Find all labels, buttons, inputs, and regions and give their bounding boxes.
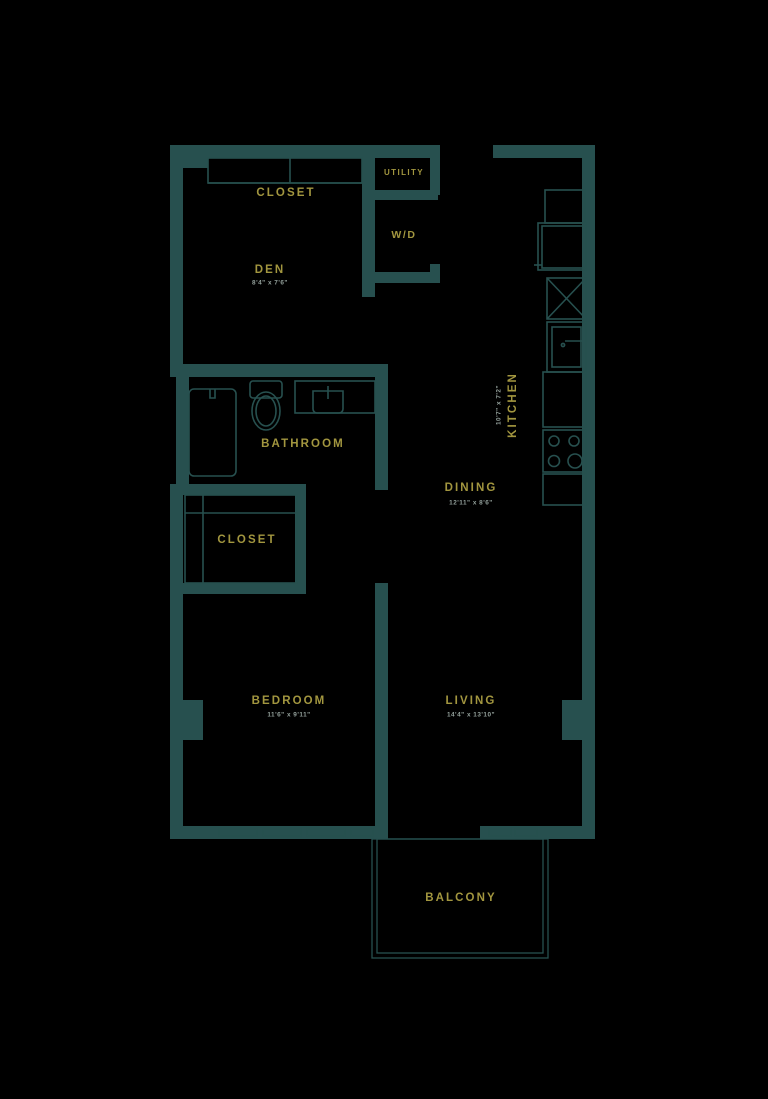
- wall-bedroom-living-divider: [375, 583, 388, 839]
- pantry-cabinet-icon: [544, 189, 586, 224]
- wall-bottom-left: [170, 826, 385, 839]
- vanity-sink-basin-icon: [312, 390, 344, 414]
- wall-closet-top-return: [170, 155, 208, 168]
- toilet-seat-icon: [255, 395, 277, 427]
- wall-left-upper: [170, 145, 183, 377]
- wall-top-right: [493, 145, 595, 158]
- room-label-bathroom: BATHROOM: [261, 438, 345, 450]
- room-dim-dining: 12'11" x 8'6": [449, 500, 493, 507]
- room-labels-group: CLOSET DEN 8'4" x 7'6" UTILITY W/D BATHR…: [217, 168, 519, 904]
- burner-icon-4: [567, 453, 583, 469]
- sink-basin-icon: [551, 326, 582, 368]
- room-dim-living: 14'4" x 13'10": [447, 712, 495, 719]
- wall-wd-right: [430, 264, 440, 283]
- closet-bedroom-fixtures: [184, 494, 298, 584]
- room-label-closet-bedroom: CLOSET: [217, 534, 276, 546]
- bathtub-icon: [188, 388, 237, 477]
- room-label-balcony: BALCONY: [425, 892, 497, 904]
- counter-run-icon: [542, 371, 587, 428]
- column-bedroom-left: [176, 700, 203, 740]
- toilet-tank-icon: [249, 380, 283, 399]
- closet-bed-outline: [184, 494, 298, 584]
- column-living-right: [562, 700, 589, 740]
- room-dim-kitchen: 10'7" x 7'2": [496, 385, 503, 425]
- room-label-bedroom: BEDROOM: [252, 695, 327, 707]
- window-bedroom-4: [350, 828, 374, 837]
- room-label-kitchen: KITCHEN: [507, 372, 519, 438]
- base-cabinet-icon: [542, 473, 587, 506]
- window-living-2: [514, 828, 538, 837]
- wall-bath-bottom: [176, 484, 306, 495]
- room-dim-den: 8'4" x 7'6": [252, 280, 288, 287]
- refrigerator-door-icon: [541, 225, 587, 269]
- window-bedroom-1: [218, 828, 258, 837]
- sink-counter-icon: [546, 321, 587, 373]
- wall-den-right: [362, 145, 375, 297]
- vanity-counter-icon: [294, 380, 376, 414]
- window-bedroom-3: [306, 828, 346, 837]
- room-dim-bedroom: 11'6" x 9'11": [267, 712, 310, 719]
- room-label-living: LIVING: [446, 695, 497, 707]
- wall-left-bedroom: [170, 484, 183, 839]
- room-label-wd: W/D: [391, 229, 416, 241]
- room-label-closet-top: CLOSET: [256, 187, 315, 199]
- closet-top-outline: [207, 157, 363, 184]
- wall-left-bath: [176, 370, 189, 490]
- walls-group: [170, 145, 595, 839]
- wall-dining-left: [375, 364, 388, 490]
- dishwasher-icon: [546, 277, 587, 320]
- windows-group: [207, 157, 538, 837]
- wall-utility-wd: [362, 190, 438, 200]
- sink-drain-icon: [560, 342, 566, 348]
- wall-top-left: [170, 145, 432, 158]
- burner-icon-2: [568, 435, 580, 447]
- wall-utility-right-stub: [430, 145, 440, 195]
- wall-wd-bottom: [362, 272, 440, 283]
- room-label-utility: UTILITY: [384, 168, 424, 177]
- bathroom-fixtures: [188, 380, 376, 477]
- room-label-dining: DINING: [445, 482, 498, 494]
- window-living-1: [488, 828, 512, 837]
- window-bedroom-2: [262, 828, 302, 837]
- burner-icon-3: [547, 454, 561, 468]
- dishwasher-x-2: [546, 277, 587, 320]
- range-stove-icon: [542, 429, 587, 473]
- refrigerator-icon: [537, 222, 587, 271]
- balcony-group: [371, 838, 549, 959]
- bathtub-drain-icon: [209, 389, 216, 399]
- burner-icon-1: [548, 435, 560, 447]
- wall-den-bath-divider: [176, 364, 388, 377]
- room-label-den: DEN: [255, 264, 286, 276]
- balcony-outline-inner: [376, 838, 544, 954]
- wall-closet-bottom: [176, 583, 306, 594]
- kitchen-fixtures: [534, 189, 587, 506]
- wall-closet-right: [295, 484, 306, 590]
- toilet-bowl-icon: [251, 391, 281, 431]
